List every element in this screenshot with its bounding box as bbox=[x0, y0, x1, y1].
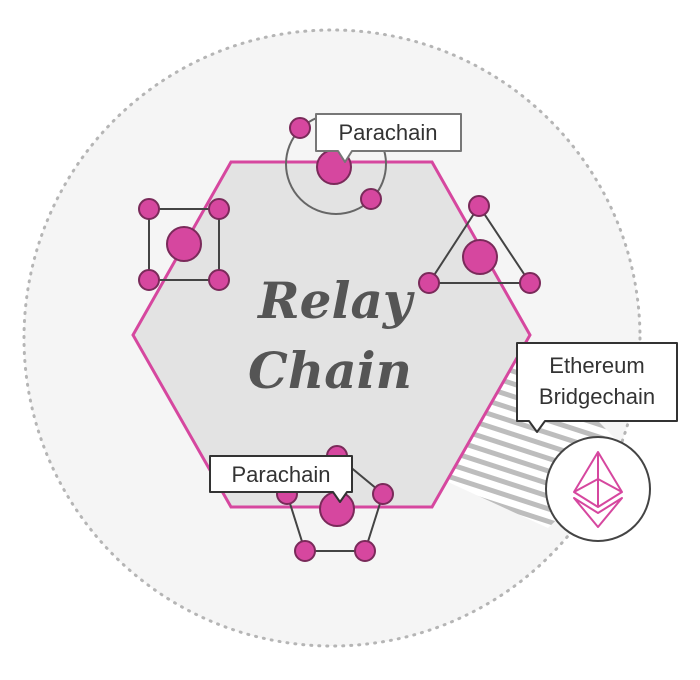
parachain-node bbox=[138, 198, 160, 220]
parachain-node bbox=[208, 198, 230, 220]
parachain-left-square bbox=[138, 198, 230, 291]
callout-label: Parachain bbox=[231, 462, 330, 487]
callout-parachain-top: Parachain bbox=[315, 113, 462, 163]
parachain-node bbox=[294, 540, 316, 562]
triangle-frame bbox=[427, 204, 532, 284]
ethereum-logo-icon bbox=[573, 451, 623, 528]
parachain-node bbox=[519, 272, 541, 294]
callout-ethereum-bridgechain: Ethereum Bridgechain bbox=[516, 342, 678, 433]
callout-box bbox=[516, 342, 678, 433]
parachain-node bbox=[468, 195, 490, 217]
parachain-node bbox=[354, 540, 376, 562]
parachain-node bbox=[360, 188, 382, 210]
parachain-right-triangle bbox=[418, 195, 541, 294]
callout-parachain-bottom: Parachain bbox=[209, 455, 353, 503]
relay-chain-title-line1: Relay bbox=[256, 271, 415, 330]
parachain-node bbox=[418, 272, 440, 294]
square-frame bbox=[148, 208, 220, 281]
callout-label: Parachain bbox=[338, 120, 437, 145]
callout-box bbox=[209, 455, 353, 503]
relay-chain-hexagon bbox=[131, 160, 532, 509]
callout-box bbox=[315, 113, 462, 163]
parachain-core-node bbox=[166, 226, 202, 262]
callout-label-line1: Ethereum bbox=[549, 353, 644, 378]
parachain-node bbox=[138, 269, 160, 291]
ethereum-bridge-node bbox=[545, 436, 651, 542]
parachain-core-node bbox=[462, 239, 498, 275]
parachain-node bbox=[208, 269, 230, 291]
callout-label-line2: Bridgechain bbox=[539, 384, 655, 409]
parachain-top-orbit bbox=[285, 113, 387, 215]
parachain-node bbox=[289, 117, 311, 139]
parachain-node bbox=[372, 483, 394, 505]
relay-chain-title-line2: Chain bbox=[248, 341, 412, 400]
